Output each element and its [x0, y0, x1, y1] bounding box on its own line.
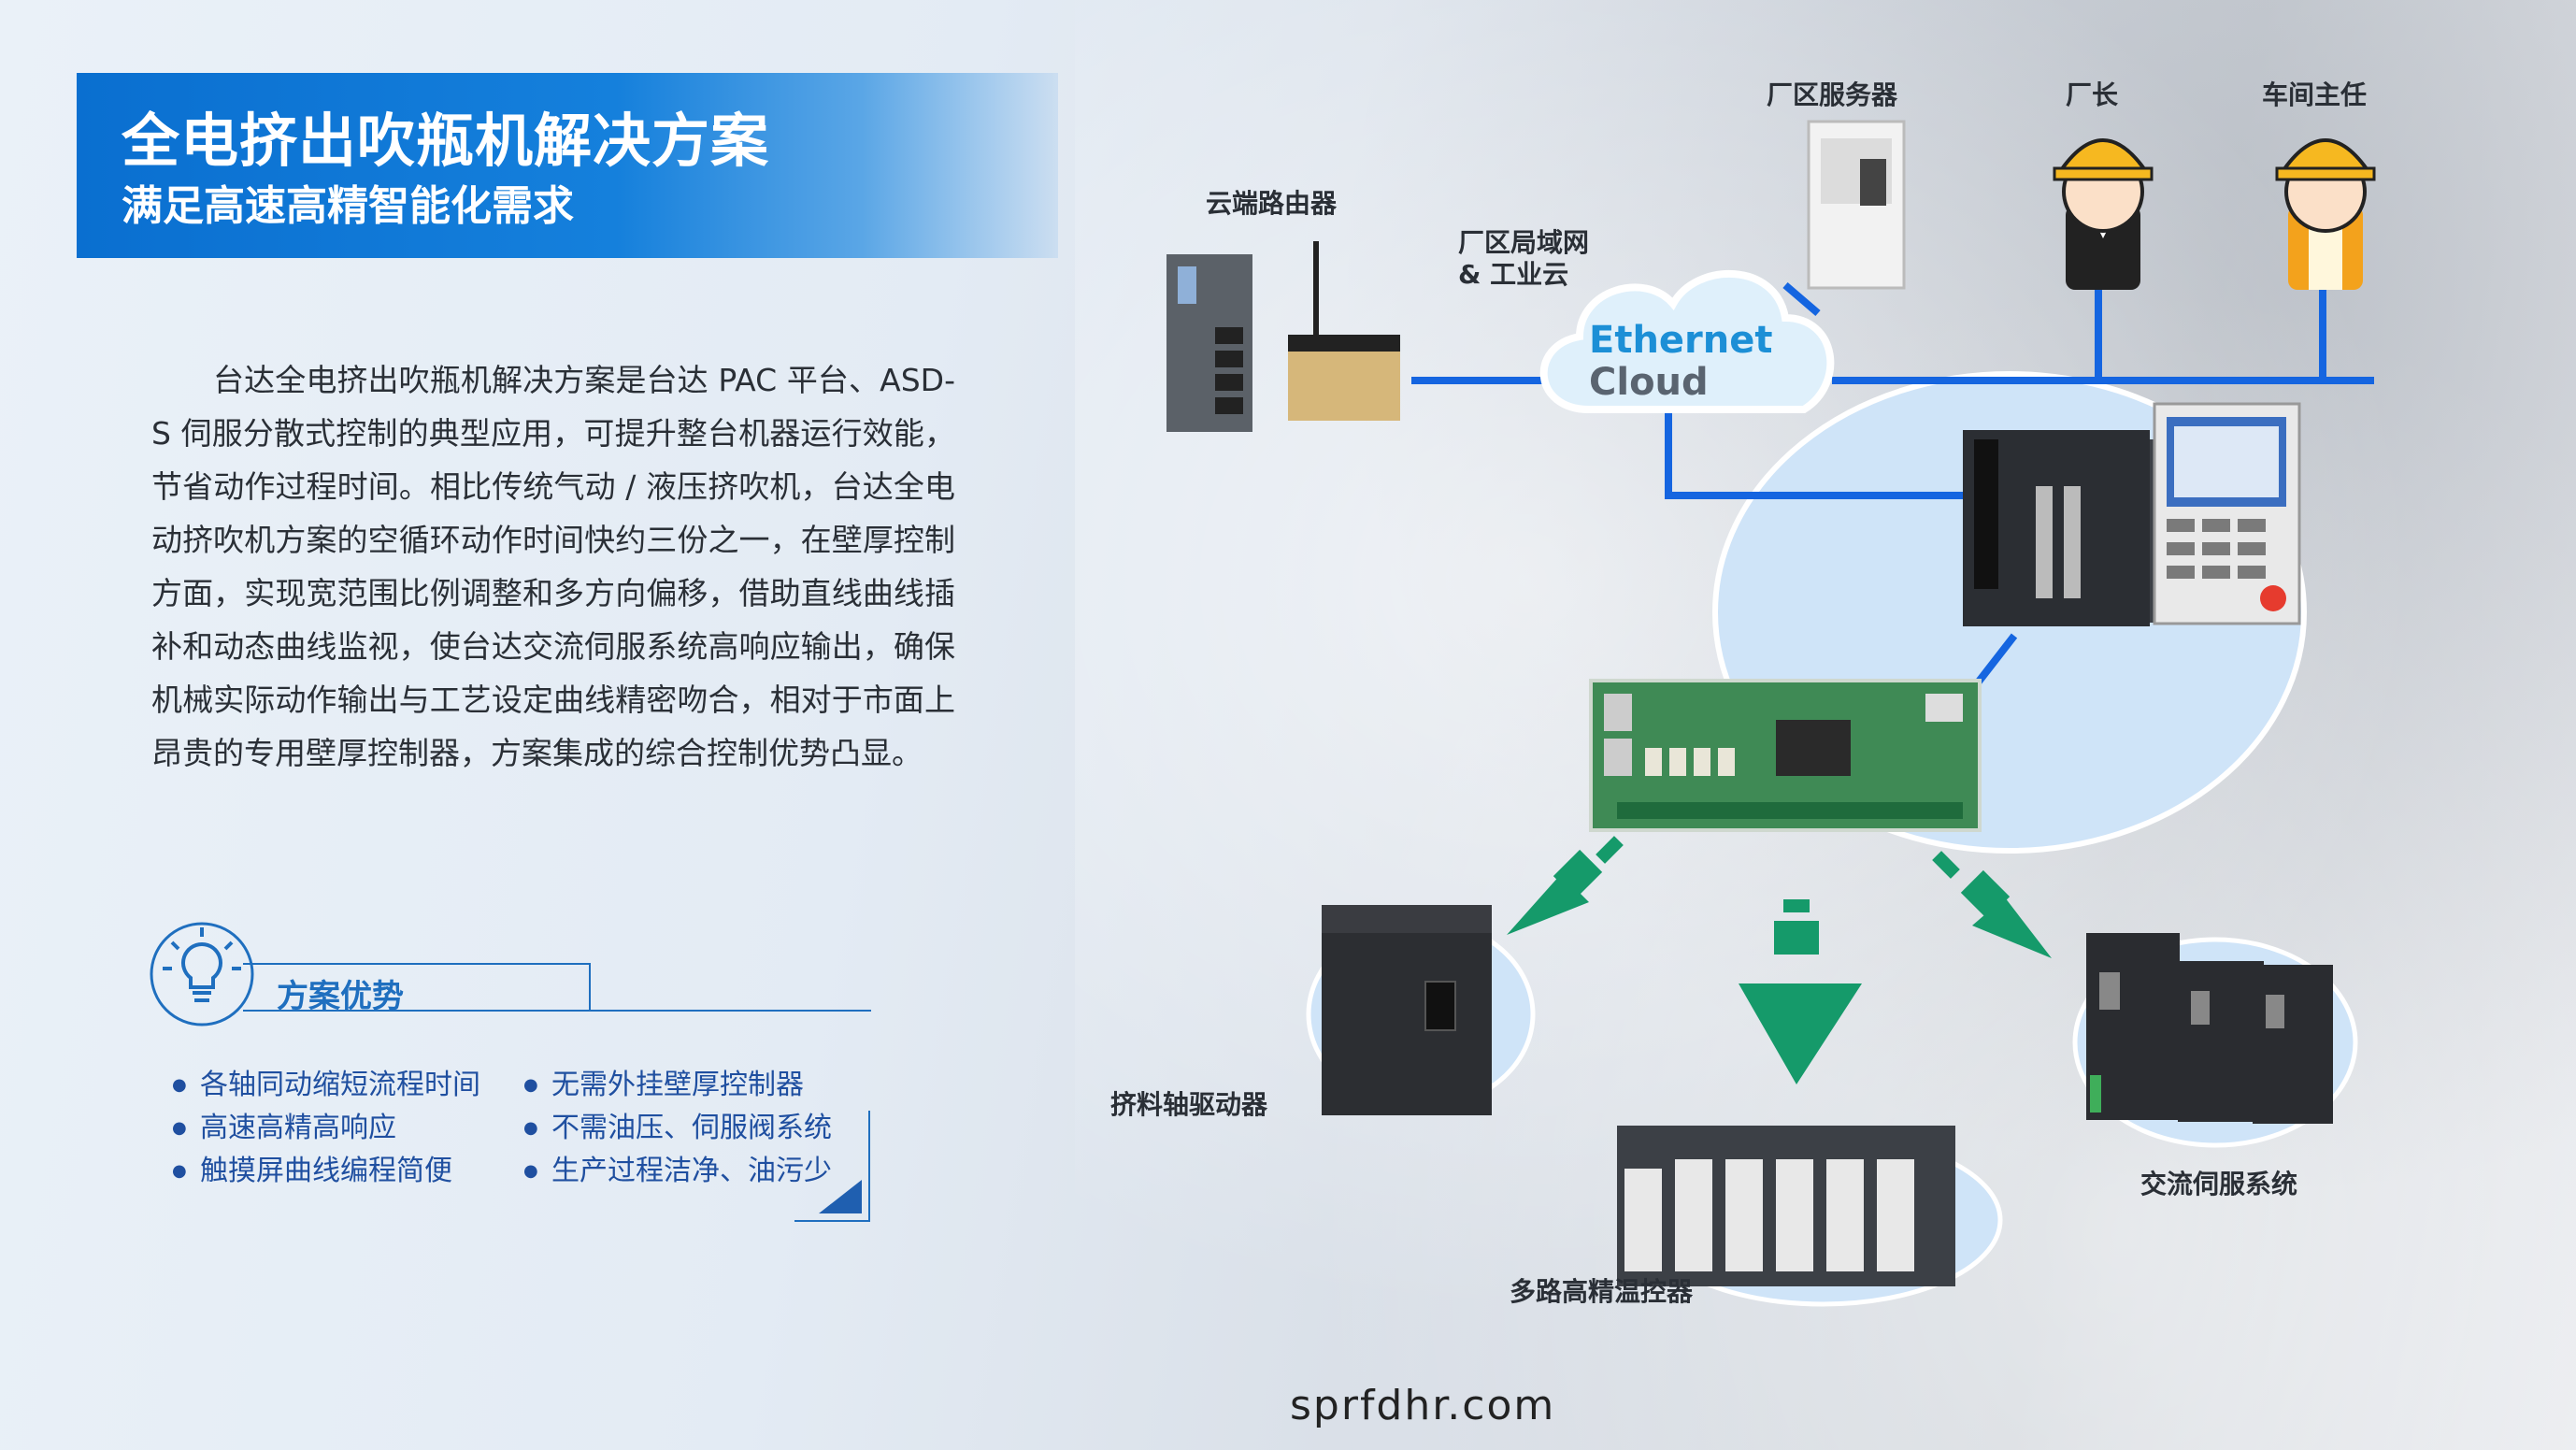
advantage-item: 不需油压、伺服阀系统 — [523, 1107, 832, 1150]
page-title: 全电挤出吹瓶机解决方案 — [122, 107, 770, 175]
arrow-to-drive-icon — [1507, 836, 1624, 935]
router-icon — [1166, 241, 1400, 432]
factory-head-person-icon — [2053, 138, 2154, 290]
advantages-frame-right — [589, 963, 591, 1011]
extruder-drive-label: 挤料轴驱动器 — [1110, 1089, 1268, 1120]
arrow-to-servo-icon — [1932, 851, 2052, 958]
servo-drive-icon — [2086, 933, 2333, 1124]
advantages-frame-bottom — [243, 1010, 871, 1012]
advantages-list-left: 各轴同动缩短流程时间 高速高精高响应 触摸屏曲线编程简便 — [172, 1064, 480, 1193]
workshop-label: 车间主任 — [2262, 79, 2368, 110]
lan-label: 厂区局域网 — [1458, 227, 1590, 258]
footer-watermark: sprfdhr.com — [1290, 1382, 1556, 1429]
industrial-cloud-label: & 工业云 — [1458, 259, 1569, 290]
intro-paragraph: 台达全电挤出吹瓶机解决方案是台达 PAC 平台、ASD-S 伺服分散式控制的典型… — [151, 362, 955, 771]
title-banner: 全电挤出吹瓶机解决方案 满足高速高精智能化需求 — [77, 73, 1058, 258]
temperature-controller-icon — [1617, 1126, 1955, 1286]
advantage-item: 各轴同动缩短流程时间 — [172, 1064, 480, 1107]
cloud-label-2: Cloud — [1589, 361, 1709, 404]
corner-decoration — [794, 1111, 870, 1222]
extruder-drive-icon — [1322, 905, 1492, 1115]
industrial-pc-icon — [1963, 430, 2168, 626]
advantage-item: 无需外挂壁厚控制器 — [523, 1064, 832, 1107]
cloud-label-1: Ethernet — [1589, 319, 1773, 362]
page-subtitle: 满足高速高精智能化需求 — [122, 182, 574, 230]
advantages-list-right: 无需外挂壁厚控制器 不需油压、伺服阀系统 生产过程洁净、油污少 — [523, 1064, 832, 1193]
network-lines — [1411, 281, 2374, 693]
lightbulb-icon — [150, 922, 254, 1026]
controller-board-icon — [1589, 679, 1982, 832]
ethernet-cloud-icon — [1539, 269, 1835, 413]
factory-head-label: 厂长 — [2066, 79, 2119, 110]
router-label: 云端路由器 — [1206, 188, 1338, 219]
servo-label: 交流伺服系统 — [2140, 1169, 2298, 1199]
advantages-title: 方案优势 — [277, 978, 404, 1015]
server-label: 厂区服务器 — [1767, 79, 1898, 110]
hmi-panel-icon — [2153, 402, 2301, 625]
advantages-header: 方案优势 — [150, 916, 871, 1028]
arrow-to-temp-icon — [1739, 899, 1862, 1084]
advantage-item: 高速高精高响应 — [172, 1107, 480, 1150]
temp-controller-label: 多路高精温控器 — [1510, 1276, 1694, 1307]
intro-text: 台达全电挤出吹瓶机解决方案是台达 PAC 平台、ASD-S 伺服分散式控制的典型… — [151, 353, 955, 780]
workshop-lead-person-icon — [2275, 138, 2376, 290]
server-icon — [1807, 120, 1906, 290]
advantage-item: 触摸屏曲线编程简便 — [172, 1150, 480, 1193]
advantage-item: 生产过程洁净、油污少 — [523, 1150, 832, 1193]
advantages-frame-top — [243, 963, 591, 965]
